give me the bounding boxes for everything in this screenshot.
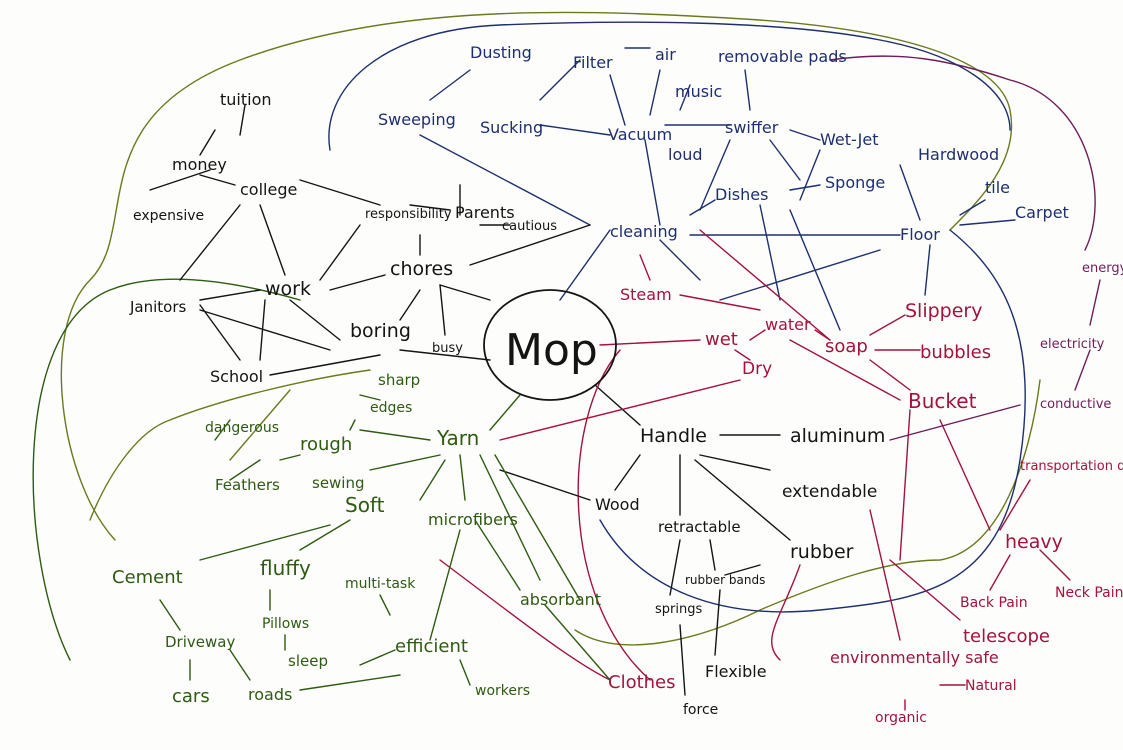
node-sleep: sleep: [288, 652, 328, 670]
node-hardwood: Hardwood: [918, 145, 999, 164]
node-springs: springs: [655, 602, 702, 617]
node-water: water: [765, 315, 811, 334]
node-boring: boring: [350, 320, 411, 342]
node-work: work: [265, 278, 311, 300]
node-clothes: Clothes: [608, 672, 676, 693]
node-transportation-difficulty: transportation difficulty: [1020, 459, 1123, 474]
node-driveway: Driveway: [165, 633, 235, 651]
node-loud: loud: [668, 145, 703, 164]
node-environmentally-safe: environmentally safe: [830, 648, 999, 667]
node-efficient: efficient: [395, 636, 468, 657]
node-flexible: Flexible: [705, 662, 767, 681]
mop-hub: [483, 289, 617, 401]
node-tuition: tuition: [220, 90, 272, 109]
node-extendable: extendable: [782, 482, 877, 502]
node-pillows: Pillows: [262, 616, 309, 632]
node-carpet: Carpet: [1015, 203, 1069, 222]
node-energy: energy: [1082, 261, 1123, 276]
node-slippery: Slippery: [905, 300, 982, 322]
node-edges: edges: [370, 400, 412, 416]
mop-label: Mop: [505, 325, 598, 376]
node-feathers: Feathers: [215, 476, 280, 494]
node-force: force: [683, 702, 718, 718]
node-sharp: sharp: [378, 371, 420, 389]
node-organic: organic: [875, 710, 927, 726]
node-yarn: Yarn: [436, 426, 479, 450]
blue-right-loop: [599, 229, 1026, 613]
node-dangerous: dangerous: [205, 420, 279, 436]
node-back-pain: Back Pain: [960, 595, 1028, 611]
node-cleaning: cleaning: [610, 222, 678, 241]
node-soap: soap: [825, 336, 868, 357]
node-wet: wet: [705, 329, 738, 350]
node-janitors: Janitors: [129, 298, 187, 316]
node-money: money: [172, 155, 227, 174]
node-neck-pain: Neck Pain: [1055, 585, 1123, 601]
node-handle: Handle: [640, 425, 707, 447]
node-bucket: Bucket: [908, 389, 977, 413]
node-vacuum: Vacuum: [608, 125, 672, 144]
node-multi-task: multi-task: [345, 576, 416, 592]
node-tile: tile: [985, 178, 1010, 197]
node-heavy: heavy: [1005, 531, 1063, 553]
node-removable-pads: removable pads: [718, 47, 847, 66]
outer-loop-green: [60, 11, 1013, 541]
node-rubber-bands: rubber bands: [685, 573, 765, 587]
node-floor: Floor: [900, 225, 940, 244]
node-sponge: Sponge: [825, 173, 885, 192]
node-dry: Dry: [742, 359, 772, 379]
node-cars: cars: [172, 686, 210, 707]
outer-loop-purple: [829, 55, 1096, 251]
node-music: music: [675, 82, 722, 101]
node-sucking: Sucking: [480, 118, 543, 137]
node-responsibility: responsibility: [365, 207, 452, 222]
node-wood: Wood: [595, 495, 640, 514]
node-rough: rough: [300, 434, 352, 455]
node-workers: workers: [475, 683, 530, 699]
node-cement: Cement: [112, 567, 183, 588]
node-college: college: [240, 180, 297, 199]
node-sewing: sewing: [312, 474, 365, 492]
node-dishes: Dishes: [715, 185, 768, 204]
node-expensive: expensive: [133, 208, 204, 224]
node-fluffy: fluffy: [260, 556, 311, 580]
green-left-arc: [32, 278, 301, 661]
outer-loop-dark: [328, 21, 1011, 151]
node-aluminum: aluminum: [790, 425, 885, 447]
node-dusting: Dusting: [470, 43, 532, 62]
node-conductive: conductive: [1040, 397, 1111, 412]
node-rubber: rubber: [790, 541, 854, 563]
node-absorbant: absorbant: [520, 590, 601, 609]
node-air: air: [655, 45, 676, 64]
node-retractable: retractable: [658, 518, 741, 536]
node-roads: roads: [248, 685, 292, 704]
node-cautious: cautious: [502, 219, 557, 234]
node-soft: Soft: [345, 493, 385, 517]
node-busy: busy: [432, 341, 463, 356]
node-bubbles: bubbles: [920, 342, 991, 363]
node-school: School: [210, 367, 263, 386]
node-electricity: electricity: [1040, 337, 1105, 352]
node-swiffer: swiffer: [725, 118, 779, 137]
green-bottom-arc: [89, 369, 371, 521]
node-parents: Parents: [455, 203, 515, 222]
node-sweeping: Sweeping: [378, 110, 456, 129]
node-telescope: telescope: [963, 626, 1050, 647]
node-microfibers: microfibers: [428, 510, 518, 529]
node-filter: Filter: [573, 53, 613, 72]
node-wet-jet: Wet-Jet: [820, 130, 879, 149]
green-lower-loop: [574, 379, 1041, 646]
node-steam: Steam: [620, 285, 672, 304]
node-chores: chores: [390, 258, 453, 280]
node-natural: Natural: [965, 678, 1017, 694]
